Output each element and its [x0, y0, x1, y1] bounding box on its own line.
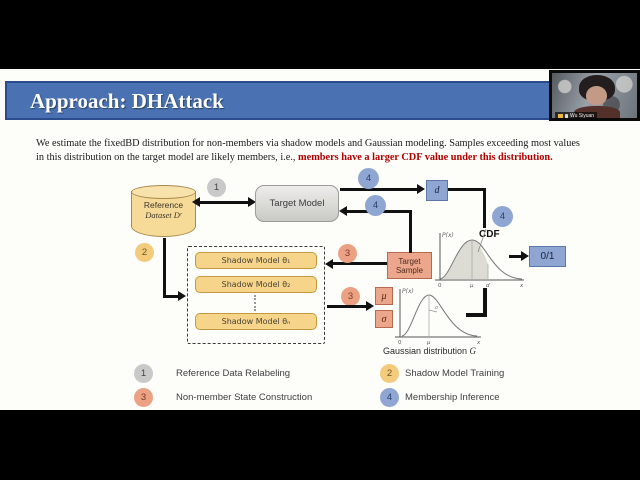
- step-circle-2: 2: [135, 243, 154, 262]
- presenter-name-tag: Wu Siyuan: [555, 112, 598, 118]
- connector-cdf-output: [509, 255, 522, 258]
- intro-highlight: members have a larger CDF value under th…: [298, 151, 553, 163]
- target-sample-box: Target Sample: [387, 252, 432, 279]
- connector-d-cdf-horizontal: [448, 188, 486, 191]
- shadow-model-n-box: Shadow Model θₙ: [195, 313, 317, 330]
- arrowhead-left: [192, 197, 200, 207]
- target-model-box: Target Model: [255, 185, 339, 222]
- reference-dataset-label: Reference Dataset Dʳ: [143, 200, 184, 220]
- svg-text:x: x: [519, 283, 524, 289]
- arrowhead-into-shadowbox: [178, 291, 186, 301]
- connector-d-cdf-vertical: [483, 188, 486, 228]
- svg-text:μ: μ: [469, 283, 474, 289]
- slide-background: [0, 69, 640, 410]
- shadow-model-2-box: Shadow Model θ₂: [195, 276, 317, 293]
- connector-targetmodel-d: [340, 188, 418, 191]
- distance-d-box: d: [426, 180, 448, 201]
- arrowhead-right: [248, 197, 256, 207]
- connector-shadow-musigma: [327, 305, 367, 308]
- cdf-shaded-area: [440, 240, 488, 279]
- arrowhead-into-d: [417, 184, 425, 194]
- presenter-video: Wu Siyuan: [552, 73, 637, 118]
- intro-line-1: We estimate the fixedBD distribution for…: [36, 138, 580, 149]
- step-circle-4c: 4: [492, 206, 513, 227]
- cdf-label: CDF: [479, 229, 500, 240]
- mic-icon: [565, 114, 568, 118]
- cdf-plot: P(x) 0 μ d x: [435, 228, 524, 289]
- cylinder-top: [131, 185, 196, 199]
- legend-circle-1: 1: [134, 364, 153, 383]
- svg-text:x: x: [476, 340, 481, 345]
- svg-text:0: 0: [438, 283, 442, 289]
- presenter-name: Wu Siyuan: [570, 113, 595, 118]
- intro-line-2: in this distribution on the target model…: [36, 151, 616, 165]
- connector-sample-targetmodel-vertical: [409, 212, 412, 253]
- legend-label-3: Non-member State Construction: [176, 392, 313, 403]
- connector-gauss-cdf-horizontal: [466, 313, 487, 317]
- reference-dataset-cylinder: Reference Dataset Dʳ: [131, 185, 196, 238]
- legend-label-2: Shadow Model Training: [405, 368, 505, 379]
- sigma-mark-line: [428, 309, 438, 313]
- step-circle-4b: 4: [365, 195, 386, 216]
- intro-paragraph: We estimate the fixedBD distribution for…: [36, 137, 616, 164]
- svg-text:P(x): P(x): [442, 232, 454, 239]
- output-box: 0/1: [529, 246, 566, 267]
- svg-text:0: 0: [398, 340, 402, 345]
- connector-dataset-shadow-vertical: [163, 238, 166, 298]
- step-circle-3b: 3: [341, 287, 360, 306]
- gaussian-curve: [401, 294, 478, 337]
- arrowhead-into-targetmodel: [339, 206, 347, 216]
- mu-box: μ: [375, 287, 393, 305]
- gaussian-caption: Gaussian distribution G: [383, 346, 477, 356]
- connector-dataset-shadow-horizontal: [163, 295, 179, 298]
- shadow-models-container: [187, 246, 325, 344]
- legend-label-1: Reference Data Relabeling: [176, 368, 291, 379]
- presenter-badge-icon: [558, 114, 563, 118]
- step-circle-4a: 4: [358, 168, 379, 189]
- step-circle-1: 1: [207, 178, 226, 197]
- step-circle-3a: 3: [338, 244, 357, 263]
- cdf-pointer-line: [477, 228, 487, 253]
- connector-dataset-targetmodel: [199, 201, 251, 204]
- ellipsis-dots: [254, 295, 256, 311]
- svg-text:σ: σ: [435, 306, 438, 311]
- sigma-box: σ: [375, 310, 393, 328]
- legend-circle-2: 2: [380, 364, 399, 383]
- connector-gauss-cdf-vertical: [483, 288, 487, 317]
- arrowhead-into-shadow1: [325, 259, 333, 269]
- svg-text:d: d: [486, 283, 490, 289]
- legend-circle-3: 3: [134, 388, 153, 407]
- arrowhead-into-output: [521, 251, 529, 261]
- svg-text:P(x): P(x): [402, 288, 414, 295]
- svg-text:μ: μ: [426, 340, 431, 345]
- legend-label-4: Membership Inference: [405, 392, 500, 403]
- presenter-face: [586, 86, 607, 105]
- webcam-thumbnail[interactable]: Wu Siyuan: [549, 70, 640, 121]
- slide-title: Approach: DHAttack: [30, 89, 224, 113]
- shadow-model-1-box: Shadow Model θ₁: [195, 252, 317, 269]
- intro-line-2-prefix: in this distribution on the target model…: [36, 151, 299, 163]
- slide-header-bar: [5, 81, 633, 120]
- legend-circle-4: 4: [380, 388, 399, 407]
- gaussian-plot: σ P(x) 0 μ x: [395, 288, 481, 345]
- arrowhead-into-mu: [366, 301, 374, 311]
- connector-sample-shadow: [332, 262, 387, 265]
